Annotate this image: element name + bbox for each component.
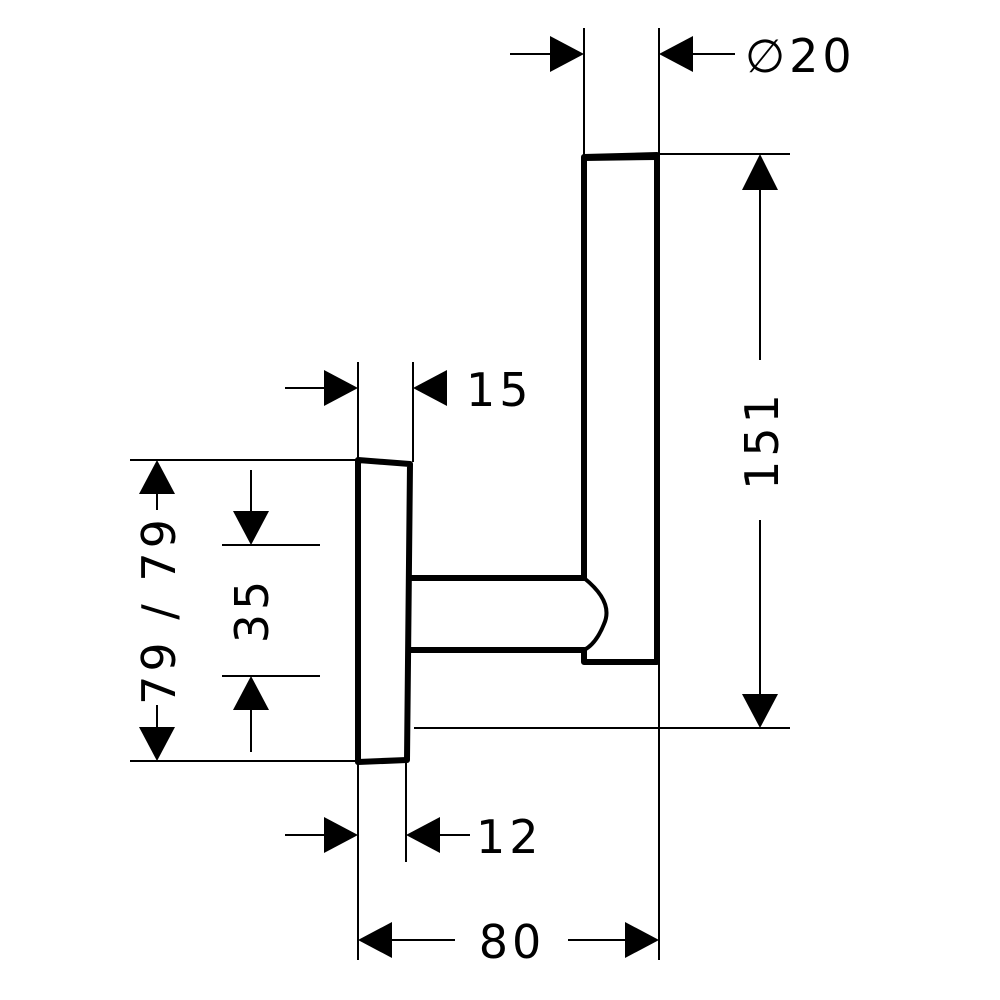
dimension-plate-thickness-top: 15 (285, 363, 533, 417)
toilet-roll-holder-outline (355, 152, 660, 765)
bend-joint-curve (582, 576, 609, 652)
dimension-diameter: ∅20 (510, 29, 856, 83)
dimension-plate-thickness-bottom: 12 (285, 810, 543, 864)
dimension-rod-height: 151 (735, 154, 789, 728)
overall-depth-label: 80 (479, 915, 546, 969)
extension-lines (130, 28, 790, 960)
dimension-plate-height: 79 / 79 (132, 460, 186, 761)
plate-height-label: 79 / 79 (132, 515, 186, 705)
rod-height-label: 151 (735, 390, 789, 490)
diameter-label: ∅20 (745, 29, 856, 83)
plate-thickness-bottom-label: 12 (476, 810, 543, 864)
arm-height-label: 35 (225, 577, 279, 644)
plate-thickness-top-label: 15 (466, 363, 533, 417)
vertical-rod (581, 152, 660, 665)
dimension-arm-height: 35 (225, 470, 279, 752)
dimension-overall-depth: 80 (358, 915, 659, 969)
rod-top-cap (583, 156, 658, 161)
horizontal-arm (407, 575, 587, 653)
wall-plate (355, 457, 413, 765)
